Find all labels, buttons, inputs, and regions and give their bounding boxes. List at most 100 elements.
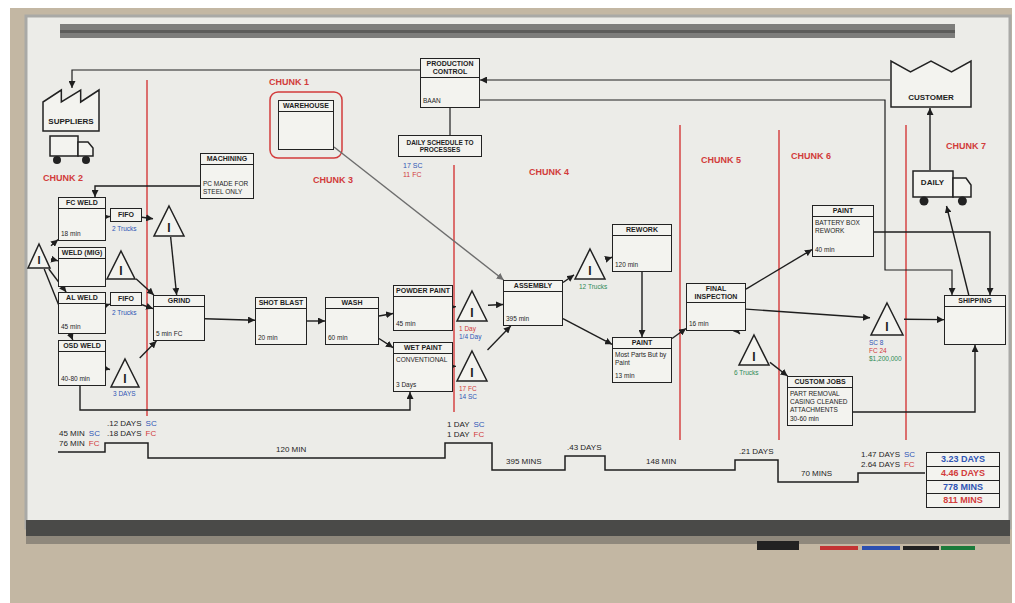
timeline-value: 45 MIN [58, 430, 86, 439]
node-detail: 20 min [258, 332, 304, 342]
node-detail: BATTERY BOX REWORK [815, 219, 871, 235]
timeline-value: 76 MIN [58, 440, 86, 449]
node-title: I [470, 367, 473, 382]
info-line [449, 108, 450, 135]
truck-body [913, 171, 953, 197]
inventory-note: FC 24 [868, 347, 888, 354]
timeline-tag: FC [903, 461, 916, 470]
inventory-note: 12 Trucks [578, 283, 608, 290]
inventory-note: 17 FC [458, 385, 478, 392]
node-title: 3.23 DAYS [927, 453, 999, 467]
flow-arrow [106, 368, 110, 370]
chunk-divider [453, 165, 455, 412]
node-detail: 30-60 min [790, 413, 850, 423]
node-title: SHIPPING [945, 297, 1005, 307]
inventory-triangle: I [456, 290, 488, 322]
inventory-triangle: I [106, 250, 136, 280]
inventory-note: 2 Trucks [111, 225, 138, 232]
inventory-note: 11 FC [402, 171, 423, 179]
flow-arrow [947, 206, 969, 295]
node-title: SUPPLIERS [48, 118, 93, 132]
node-title: DAILY [921, 179, 944, 188]
timeline-tag: SC [145, 420, 158, 429]
flow-arrow [453, 366, 456, 367]
flow-arrow [80, 386, 410, 410]
supplier-truck-cab [78, 142, 93, 156]
inventory-triangle: I [110, 358, 140, 388]
total-box: 3.23 DAYS4.46 DAYS778 MINS811 MINS [926, 452, 1000, 508]
node-title: FINAL INSPECTION [687, 285, 745, 303]
flow-arrow [307, 320, 325, 321]
node-detail: 811 MINS [927, 494, 999, 507]
supplier-factory: SUPPLIERS [42, 88, 100, 132]
info-line [480, 100, 952, 295]
triangle-outline [28, 244, 50, 268]
truck-outline [912, 170, 972, 206]
flow-arrow [453, 306, 456, 308]
inventory-triangle: I [153, 205, 185, 237]
node-detail: BAAN [423, 95, 477, 105]
node-detail: 40-80 min [61, 373, 103, 383]
timeline-tag: FC [145, 430, 158, 439]
timeline-value: 1 DAY [446, 421, 471, 430]
flow-arrow [487, 326, 510, 350]
node-title: DAILY SCHEDULE TO PROCESSES [402, 139, 478, 154]
flow-arrow [379, 338, 393, 347]
process-box: GRIND5 min FC [153, 295, 205, 341]
inventory-note: $1,200,000 [868, 355, 903, 362]
flow-arrow [51, 240, 58, 246]
timeline-value: 120 MIN [275, 446, 307, 455]
info-line [72, 70, 420, 88]
inventory-triangle: I [738, 334, 770, 366]
triangle-outline [111, 359, 139, 387]
black-marker [903, 546, 939, 550]
flow-arrow [563, 319, 612, 345]
triangle-outline [457, 351, 487, 381]
node-title: PAINT [613, 339, 671, 349]
node-detail: 120 min [615, 259, 669, 269]
fifo-lane: FIFO [110, 292, 142, 306]
truck-wheel [53, 156, 61, 164]
node-detail: CONVENTIONAL [396, 356, 450, 364]
flow-arrow [746, 309, 870, 318]
node-title: AL WELD [59, 294, 105, 304]
node-title: POWDER PAINT [394, 287, 452, 297]
timeline-value: .12 DAYS [106, 420, 143, 429]
timeline-tag: SC [473, 421, 486, 430]
inventory-note: 6 Trucks [733, 369, 760, 376]
process-box: POWDER PAINT45 min [393, 285, 453, 331]
chunk-label: CHUNK 6 [790, 152, 832, 162]
timeline-tag: FC [88, 440, 101, 449]
inventory-note: SC 8 [868, 339, 884, 346]
timeline-value: 148 MIN [645, 458, 677, 467]
process-box: PAINTBATTERY BOX REWORK40 min [812, 205, 874, 257]
node-title: FIFO [118, 211, 134, 219]
flow-arrow [929, 108, 930, 170]
chunk-label: CHUNK 5 [700, 156, 742, 166]
flow-arrow [379, 313, 393, 316]
inventory-triangle: I [870, 302, 904, 336]
triangle-outline [154, 206, 184, 236]
flow-arrow [205, 319, 255, 320]
timeline-value: 1.47 DAYS [860, 451, 901, 460]
eraser [757, 541, 799, 550]
process-box: PAINTMost Parts But by Paint13 min [612, 337, 672, 383]
chunk-divider [905, 125, 907, 440]
truck-wheel [958, 197, 967, 206]
timeline-tag: SC [88, 430, 101, 439]
flow-arrow [770, 362, 788, 376]
green-marker [941, 546, 975, 550]
node-title: WET PAINT [394, 344, 452, 354]
chunk-label: CHUNK 2 [42, 174, 84, 184]
node-title: I [123, 373, 126, 388]
timeline-value: 1 DAY [446, 431, 471, 440]
schedule-box: DAILY SCHEDULE TO PROCESSES [398, 135, 482, 157]
process-box: SHOT BLAST 20 min [255, 297, 307, 345]
node-title: SHOT BLAST [256, 299, 306, 309]
node-detail: Most Parts But by Paint [615, 351, 669, 367]
flow-arrow [140, 341, 157, 358]
control-box: PRODUCTION CONTROLBAAN [420, 58, 480, 108]
process-box: FINAL INSPECTION16 min [686, 283, 746, 331]
flow-arrow [672, 328, 686, 338]
flow-arrow [563, 275, 574, 283]
